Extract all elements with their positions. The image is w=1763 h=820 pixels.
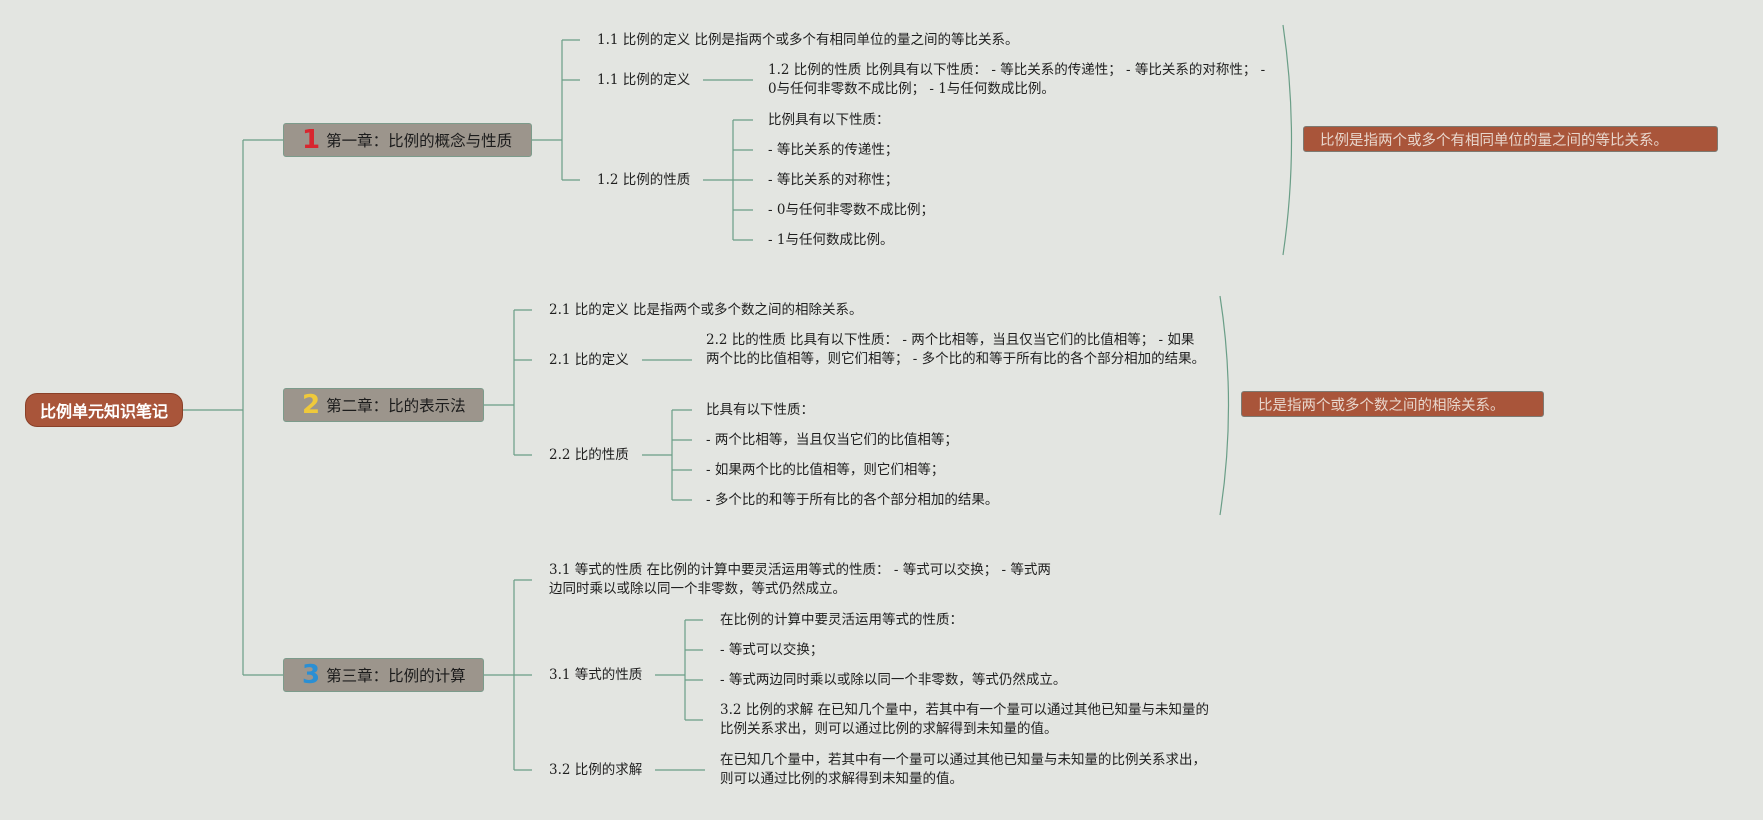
ch3-item-3-2-full[interactable]: 3.2 比例的求解 在已知几个量中，若其中有一个量可以通过其他已知量与未知量的比… [720,702,1210,737]
ch1-summary[interactable]: 比例是指两个或多个有相同单位的量之间的等比关系。 [1303,126,1718,152]
number-1-icon: 1 [302,125,321,155]
ch1-item-1-2[interactable]: 1.2 比例的性质 [597,172,691,188]
ch2-property-3[interactable]: - 多个比的和等于所有比的各个部分相加的结果。 [706,492,999,508]
ch1-item-1-2-full[interactable]: 1.2 比例的性质 比例具有以下性质： - 等比关系的传递性； - 等比关系的对… [768,62,1266,97]
ch2-item-2-1-full[interactable]: 2.1 比的定义 比是指两个或多个数之间的相除关系。 [549,302,863,318]
ch1-property-1[interactable]: - 等比关系的传递性； [768,142,899,158]
chapter-3-node[interactable]: 3 第三章：比例的计算 [283,658,484,692]
ch3-property-2[interactable]: - 等式两边同时乘以或除以同一个非零数，等式仍然成立。 [720,672,1067,688]
ch2-property-2[interactable]: - 如果两个比的比值相等，则它们相等； [706,462,945,478]
ch2-property-intro[interactable]: 比具有以下性质： [706,402,814,418]
ch3-solution-detail[interactable]: 在已知几个量中，若其中有一个量可以通过其他已知量与未知量的比例关系求出，则可以通… [720,752,1206,787]
ch3-item-3-1[interactable]: 3.1 等式的性质 [549,667,643,683]
ch2-summary[interactable]: 比是指两个或多个数之间的相除关系。 [1241,391,1544,417]
ch2-property-1[interactable]: - 两个比相等，当且仅当它们的比值相等； [706,432,958,448]
ch1-item-1-1[interactable]: 1.1 比例的定义 [597,72,691,88]
ch3-property-1[interactable]: - 等式可以交换； [720,642,824,658]
root-topic[interactable]: 比例单元知识笔记 [25,393,183,427]
chapter-2-node[interactable]: 2 第二章：比的表示法 [283,388,484,422]
ch1-property-2[interactable]: - 等比关系的对称性； [768,172,899,188]
chapter-2-title: 第二章：比的表示法 [326,397,466,415]
ch3-item-3-2[interactable]: 3.2 比例的求解 [549,762,643,778]
chapter-1-node[interactable]: 1 第一章：比例的概念与性质 [283,123,532,157]
ch1-item-1-1-full[interactable]: 1.1 比例的定义 比例是指两个或多个有相同单位的量之间的等比关系。 [597,32,1019,48]
number-2-icon: 2 [302,390,321,420]
ch1-property-3[interactable]: - 0与任何非零数不成比例； [768,202,934,218]
ch3-item-3-1-full[interactable]: 3.1 等式的性质 在比例的计算中要灵活运用等式的性质： - 等式可以交换； -… [549,562,1051,597]
ch1-property-4[interactable]: - 1与任何数成比例。 [768,232,894,248]
chapter-1-title: 第一章：比例的概念与性质 [326,132,513,150]
ch2-item-2-1[interactable]: 2.1 比的定义 [549,352,629,368]
ch2-item-2-2-full[interactable]: 2.2 比的性质 比具有以下性质： - 两个比相等，当且仅当它们的比值相等； -… [706,332,1206,367]
number-3-icon: 3 [302,660,321,690]
chapter-3-title: 第三章：比例的计算 [326,667,466,685]
ch2-item-2-2[interactable]: 2.2 比的性质 [549,447,629,463]
ch1-property-intro[interactable]: 比例具有以下性质： [768,112,890,128]
ch3-property-intro[interactable]: 在比例的计算中要灵活运用等式的性质： [720,612,963,628]
